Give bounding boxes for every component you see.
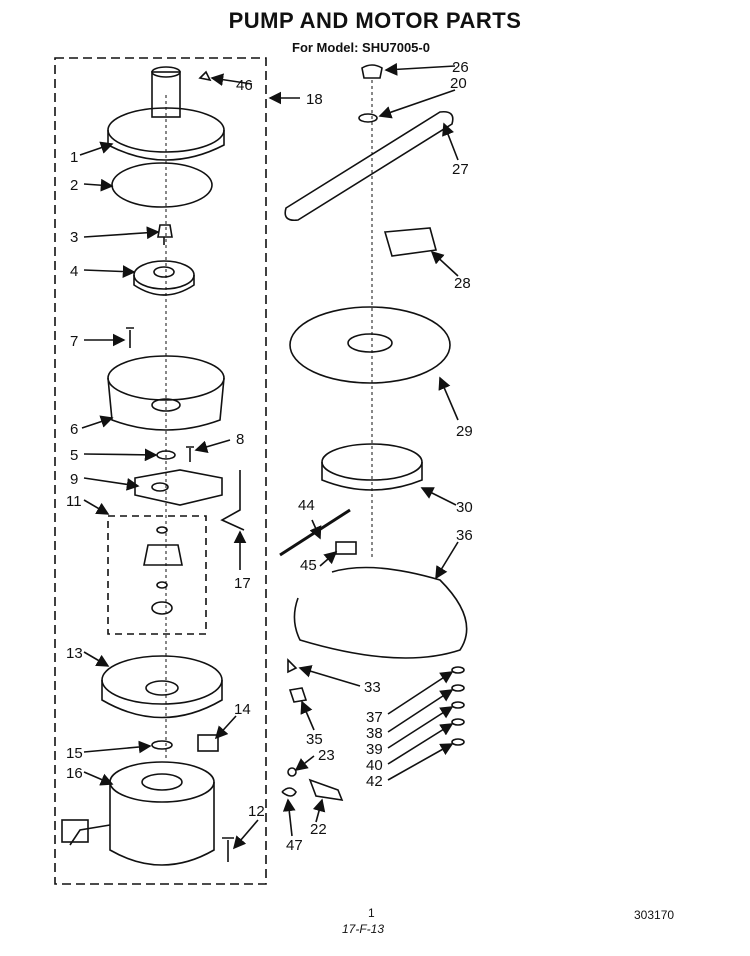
callout-20: 20 — [450, 75, 467, 92]
part-28-clip — [383, 227, 438, 257]
callout-5: 5 — [70, 447, 78, 464]
callout-38: 38 — [366, 725, 383, 742]
callout-23: 23 — [318, 747, 335, 764]
callout-45: 45 — [300, 557, 317, 574]
callout-37: 37 — [366, 709, 383, 726]
callout-4: 4 — [70, 263, 78, 280]
part-20-washer — [358, 113, 378, 123]
part-27-spray-arm — [284, 110, 454, 222]
callout-13: 13 — [66, 645, 83, 662]
callout-14: 14 — [234, 701, 251, 718]
catalog-number: 303170 — [634, 908, 675, 922]
part-29-filter-screen — [289, 306, 451, 384]
part-1-pump-housing — [107, 66, 225, 161]
callout-30: 30 — [456, 499, 473, 516]
part-46-clip — [198, 70, 212, 82]
date-code: 17-F-13 — [342, 922, 385, 936]
model-subtitle: For Model: SHU7005-0 — [292, 40, 430, 55]
callout-12: 12 — [248, 803, 265, 820]
part-3-nut — [157, 224, 173, 245]
page-title: PUMP AND MOTOR PARTS — [228, 8, 522, 33]
callout-9: 9 — [70, 471, 78, 488]
part-12-bolt — [222, 837, 234, 862]
part-9-plate — [134, 469, 223, 506]
part-4-impeller — [133, 260, 195, 296]
callout-35: 35 — [306, 731, 323, 748]
callout-15: 15 — [66, 745, 83, 762]
callout-46: 46 — [236, 77, 253, 94]
callout-28: 28 — [454, 275, 471, 292]
group-18-dashed-box — [54, 57, 267, 885]
part-15-washer — [151, 740, 173, 750]
part-8-screw — [186, 446, 194, 462]
part-23-o-ring — [287, 767, 297, 777]
part-14-block — [197, 734, 219, 752]
part-35-bracket — [288, 687, 308, 703]
part-2-o-ring — [111, 162, 213, 208]
callout-16: 16 — [66, 765, 83, 782]
part-30-ring — [321, 443, 423, 491]
callout-18: 18 — [306, 91, 323, 108]
callout-22: 22 — [310, 821, 327, 838]
part-26-cap — [361, 64, 383, 79]
callout-2: 2 — [70, 177, 78, 194]
part-7-screw — [126, 327, 134, 348]
callout-33: 33 — [364, 679, 381, 696]
part-45-bracket — [335, 541, 357, 555]
part-11-seal-assembly — [143, 526, 183, 615]
callout-42: 42 — [366, 773, 383, 790]
callout-6: 6 — [70, 421, 78, 438]
part-17-terminal — [220, 470, 245, 531]
callout-39: 39 — [366, 741, 383, 758]
part-33-clip — [287, 658, 298, 674]
callout-8: 8 — [236, 431, 244, 448]
callout-29: 29 — [456, 423, 473, 440]
callout-40: 40 — [366, 757, 383, 774]
callout-17: 17 — [234, 575, 251, 592]
part-47-clip — [281, 787, 297, 797]
part-13-motor-housing — [101, 655, 223, 719]
part-44-heater-element — [279, 508, 351, 557]
callout-47: 47 — [286, 837, 303, 854]
callout-11: 11 — [66, 493, 82, 510]
callout-27: 27 — [452, 161, 469, 178]
fastener-stack-37-42 — [451, 666, 465, 746]
callout-36: 36 — [456, 527, 473, 544]
page-number: 1 — [368, 906, 375, 920]
callout-7: 7 — [70, 333, 78, 350]
part-6-pump-body — [107, 355, 225, 431]
part-36-gasket — [293, 566, 468, 659]
callout-26: 26 — [452, 59, 469, 76]
callout-44: 44 — [298, 497, 315, 514]
part-22-nozzle — [308, 778, 344, 802]
callout-1: 1 — [70, 149, 78, 166]
group-11-dashed-box — [107, 515, 207, 635]
callout-3: 3 — [70, 229, 78, 246]
part-16-motor — [61, 761, 215, 866]
